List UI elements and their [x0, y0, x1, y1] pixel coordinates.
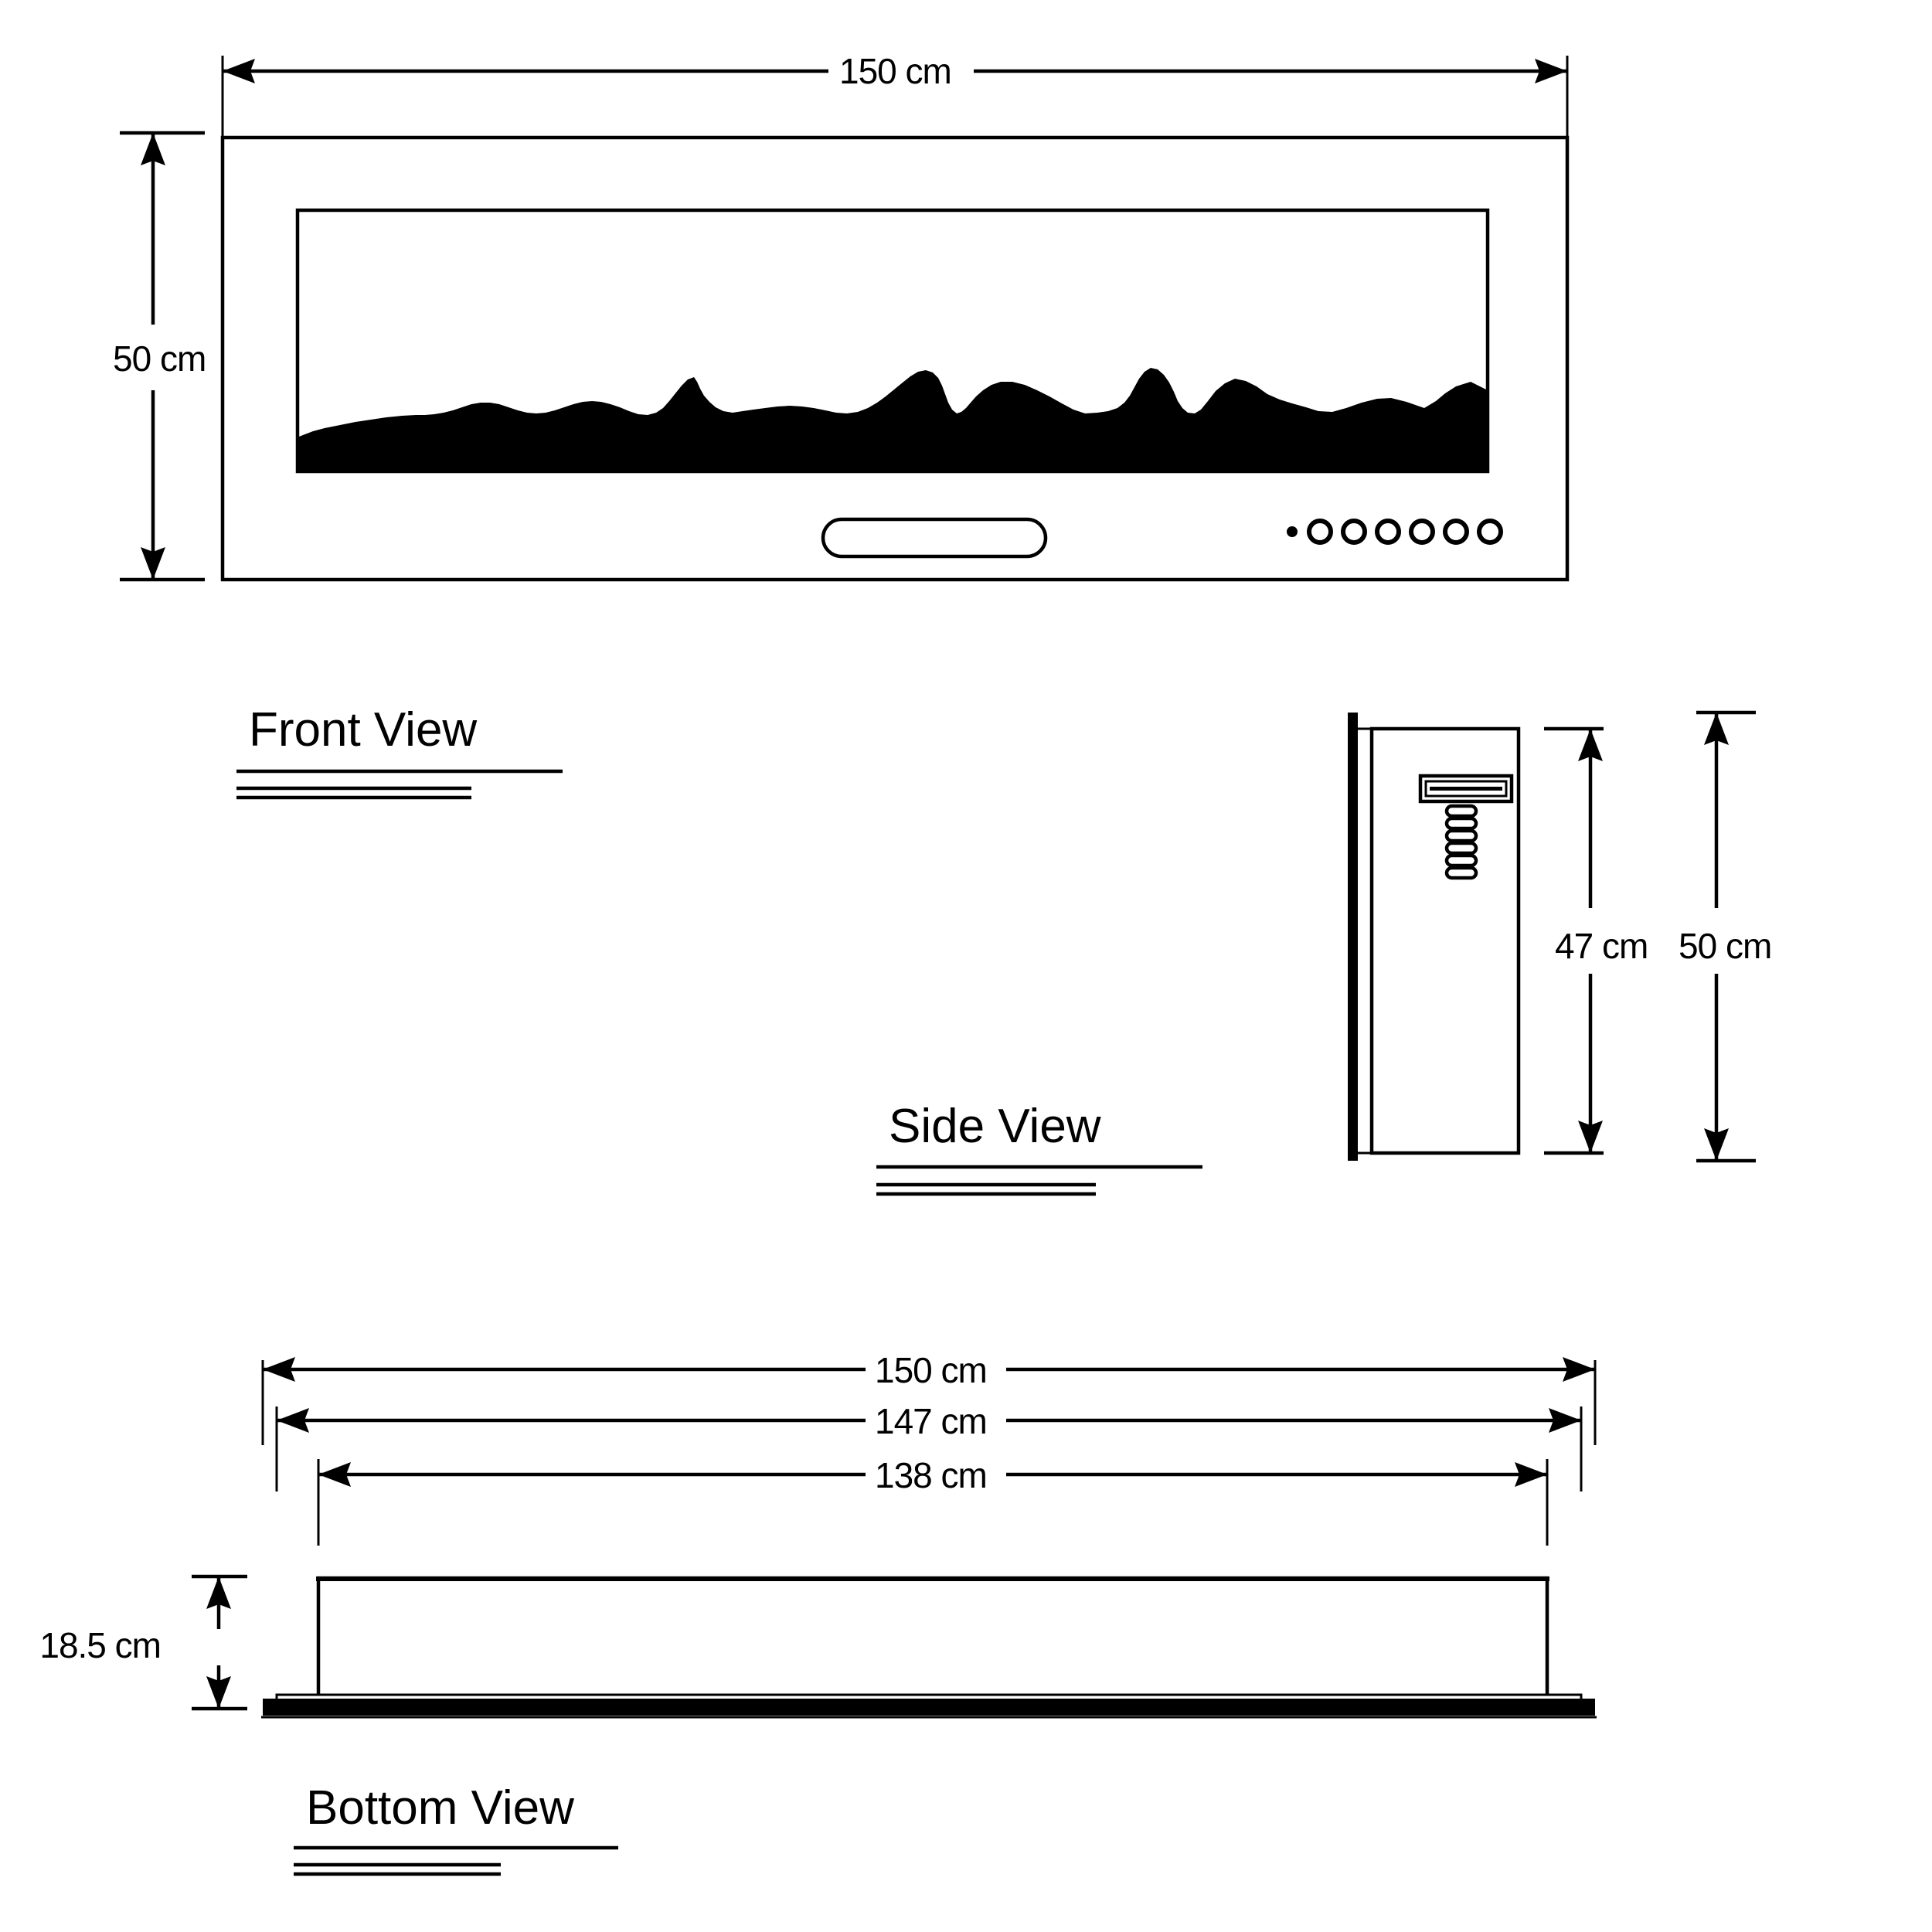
front-width-label: 150 cm: [839, 51, 951, 91]
bottom-inner-width-dimension: [317, 1459, 1549, 1546]
bottom-depth-label: 18.5 cm: [39, 1625, 161, 1665]
bottom-mid-width-dimension: [275, 1406, 1583, 1492]
front-view-title: Front View: [249, 703, 477, 757]
led-icon[interactable]: [1307, 519, 1333, 545]
led-indicator-row: [1287, 519, 1503, 545]
front-height-label: 50 cm: [113, 338, 206, 379]
bottom-view-title: Bottom View: [306, 1781, 574, 1835]
led-icon[interactable]: [1443, 519, 1469, 545]
bottom-base-plate: [263, 1699, 1595, 1716]
log-ember-silhouette: [299, 368, 1486, 470]
bottom-depth-dimension: [192, 1574, 247, 1711]
side-overall-height-label: 50 cm: [1679, 926, 1771, 966]
bottom-mid-width-label: 147 cm: [875, 1401, 987, 1441]
bottom-body-outline: [316, 1576, 1549, 1699]
side-view-group: [876, 710, 1756, 1196]
front-height-dimension: [120, 131, 205, 582]
bottom-view-caption-rules: [294, 1845, 618, 1876]
bottom-overall-width-label: 150 cm: [875, 1350, 987, 1390]
front-view-group: [120, 56, 1570, 800]
bottom-overall-width-dimension: [261, 1357, 1597, 1445]
led-icon[interactable]: [1375, 519, 1401, 545]
led-icon[interactable]: [1341, 519, 1367, 545]
side-view-caption-rules: [876, 1165, 1202, 1196]
front-width-dimension: [221, 56, 1569, 143]
heating-coil-element: [1444, 804, 1478, 880]
side-view-title: Side View: [889, 1100, 1101, 1153]
side-body-height-dimension: [1544, 726, 1604, 1155]
bottom-inner-width-label: 138 cm: [875, 1455, 987, 1495]
side-overall-height-dimension: [1696, 710, 1756, 1163]
air-outlet-vent: [1418, 774, 1514, 804]
side-body-height-label: 47 cm: [1555, 926, 1648, 966]
led-icon[interactable]: [1477, 519, 1503, 545]
rounded-control-bar[interactable]: [821, 517, 1048, 559]
wall-mount-bracket: [1348, 713, 1358, 1161]
front-view-caption-rules: [236, 769, 563, 800]
led-icon[interactable]: [1409, 519, 1435, 545]
led-small-icon: [1287, 526, 1298, 537]
bottom-view-group: [192, 1357, 1597, 1876]
